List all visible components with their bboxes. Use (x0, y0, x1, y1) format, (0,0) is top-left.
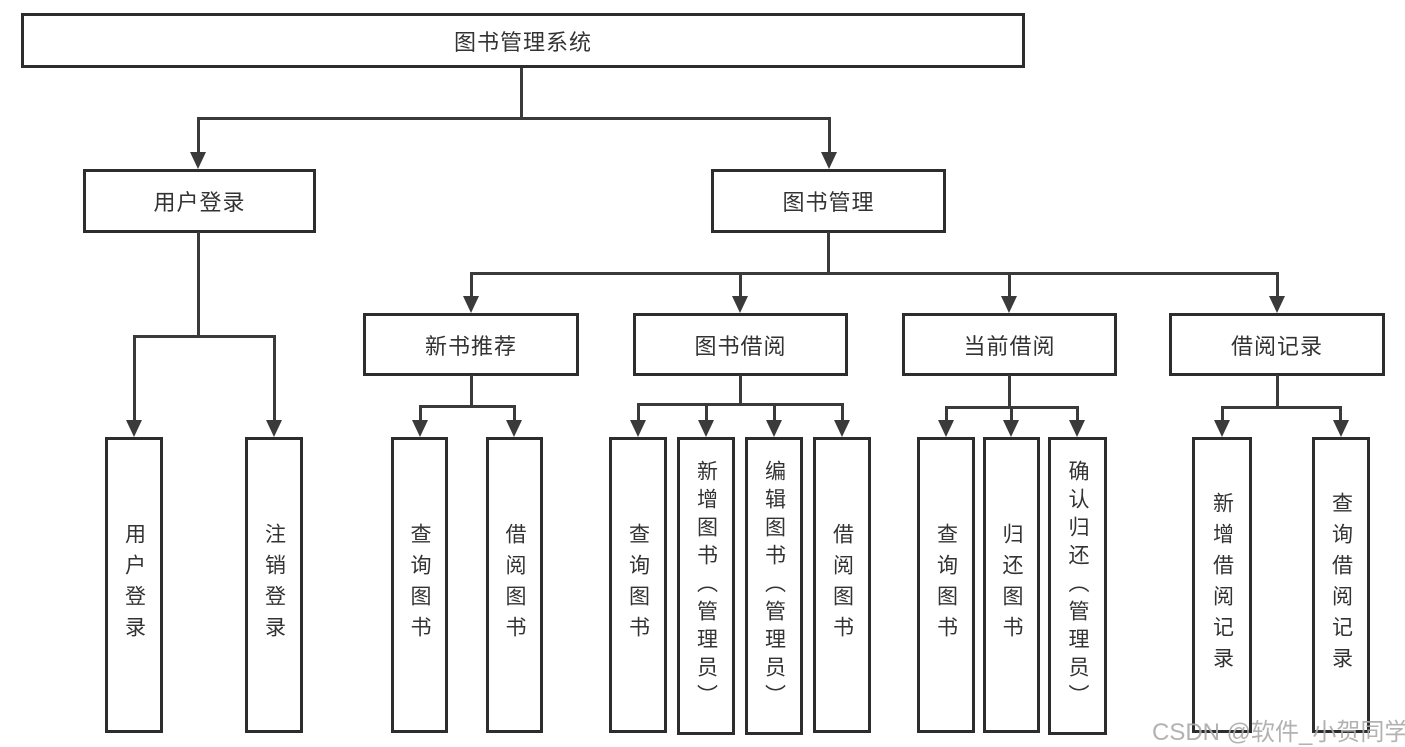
leaf-borrow-book-recommend: 借阅图书 (486, 437, 543, 733)
node-root-label: 图书管理系统 (453, 29, 592, 55)
connector-line (419, 405, 516, 408)
leaf-borrow-book-borrowing-label: 借阅图书 (830, 523, 854, 647)
arrow-head (1269, 296, 1285, 313)
watermark: CSDN @软件_小贺同学 (1152, 719, 1405, 746)
arrow-head (732, 296, 748, 313)
leaf-query-book-borrowing-label: 查询图书 (626, 523, 650, 647)
arrow-head (126, 420, 142, 437)
arrow-head (766, 420, 782, 437)
arrow-head (412, 420, 428, 437)
arrow-head (834, 420, 850, 437)
leaf-borrow-book-recommend-label: 借阅图书 (503, 523, 526, 647)
leaf-edit-book-admin-label: 编辑图书（管理员） (762, 460, 786, 712)
connector-line (197, 117, 200, 156)
node-current-borrowing: 当前借阅 (902, 313, 1117, 376)
connector-line (945, 406, 948, 422)
connector-line (1076, 406, 1079, 422)
connector-line (1276, 272, 1279, 299)
connector-line (1008, 272, 1011, 299)
leaf-add-borrow-record-label: 新增借阅记录 (1210, 492, 1234, 678)
arrow-head (463, 296, 479, 313)
arrow-head (630, 420, 646, 437)
arrow-head (1001, 296, 1017, 313)
leaf-logout-label: 注销登录 (262, 523, 286, 647)
leaf-query-borrow-record: 查询借阅记录 (1312, 437, 1370, 733)
connector-line (133, 335, 276, 338)
node-new-book-recommend: 新书推荐 (363, 313, 579, 376)
leaf-query-borrow-record-label: 查询借阅记录 (1329, 492, 1353, 678)
connector-line (773, 403, 776, 422)
leaf-confirm-return-admin: 确认归还（管理员） (1048, 437, 1107, 735)
connector-line (637, 403, 640, 422)
connector-line (273, 335, 276, 423)
connector-line (1276, 375, 1279, 408)
node-book-borrowing: 图书借阅 (633, 313, 848, 376)
connector-line (1221, 406, 1224, 422)
leaf-user-login-label: 用户登录 (122, 523, 146, 647)
connector-line (827, 232, 830, 274)
connector-line (1339, 406, 1342, 422)
connector-line (637, 403, 843, 406)
node-book-management: 图书管理 (711, 169, 946, 233)
connector-line (739, 375, 742, 405)
leaf-add-borrow-record: 新增借阅记录 (1192, 437, 1252, 733)
leaf-query-book-current-label: 查询图书 (934, 523, 958, 647)
node-new-book-recommend-label: 新书推荐 (424, 333, 517, 359)
connector-line (1008, 375, 1011, 408)
connector-line (705, 403, 708, 422)
leaf-confirm-return-admin-label: 确认归还（管理员） (1066, 460, 1089, 712)
arrow-head (938, 420, 954, 437)
node-root: 图书管理系统 (21, 13, 1025, 68)
leaf-query-book-current: 查询图书 (917, 437, 975, 733)
connector-line (419, 405, 422, 422)
leaf-return-book: 归还图书 (983, 437, 1040, 733)
connector-line (828, 117, 831, 156)
leaf-logout: 注销登录 (245, 437, 303, 733)
arrow-head (266, 420, 282, 437)
arrow-head (821, 152, 837, 169)
connector-line (470, 272, 1278, 275)
leaf-query-book-recommend: 查询图书 (391, 437, 448, 733)
node-book-management-label: 图书管理 (782, 190, 875, 215)
connector-line (470, 375, 473, 407)
node-book-borrowing-label: 图书借阅 (694, 333, 787, 359)
arrow-head (1214, 420, 1230, 437)
connector-line (470, 272, 473, 299)
arrow-head (506, 420, 522, 437)
leaf-user-login: 用户登录 (105, 437, 163, 733)
leaf-add-book-admin: 新增图书（管理员） (677, 437, 735, 735)
leaf-return-book-label: 归还图书 (1000, 523, 1023, 647)
leaf-borrow-book-borrowing: 借阅图书 (813, 437, 871, 733)
arrow-head (190, 152, 206, 169)
node-borrowing-records: 借阅记录 (1169, 313, 1385, 376)
node-current-borrowing-label: 当前借阅 (963, 333, 1056, 359)
leaf-query-book-borrowing: 查询图书 (609, 437, 667, 733)
connector-line (197, 232, 200, 337)
leaf-query-book-recommend-label: 查询图书 (408, 523, 431, 647)
connector-line (513, 405, 516, 422)
leaf-add-book-admin-label: 新增图书（管理员） (694, 460, 718, 712)
connector-line (1010, 406, 1013, 422)
connector-line (133, 335, 136, 423)
leaf-edit-book-admin: 编辑图书（管理员） (745, 437, 803, 735)
node-user-login: 用户登录 (83, 169, 316, 233)
connector-line (197, 117, 831, 120)
connector-line (841, 403, 844, 422)
arrow-head (698, 420, 714, 437)
connector-line (1221, 406, 1342, 409)
arrow-head (1003, 420, 1019, 437)
connector-line (520, 68, 523, 119)
arrow-head (1069, 420, 1085, 437)
node-borrowing-records-label: 借阅记录 (1230, 333, 1323, 359)
arrow-head (1333, 420, 1349, 437)
connector-line (739, 272, 742, 299)
node-user-login-label: 用户登录 (153, 190, 246, 215)
